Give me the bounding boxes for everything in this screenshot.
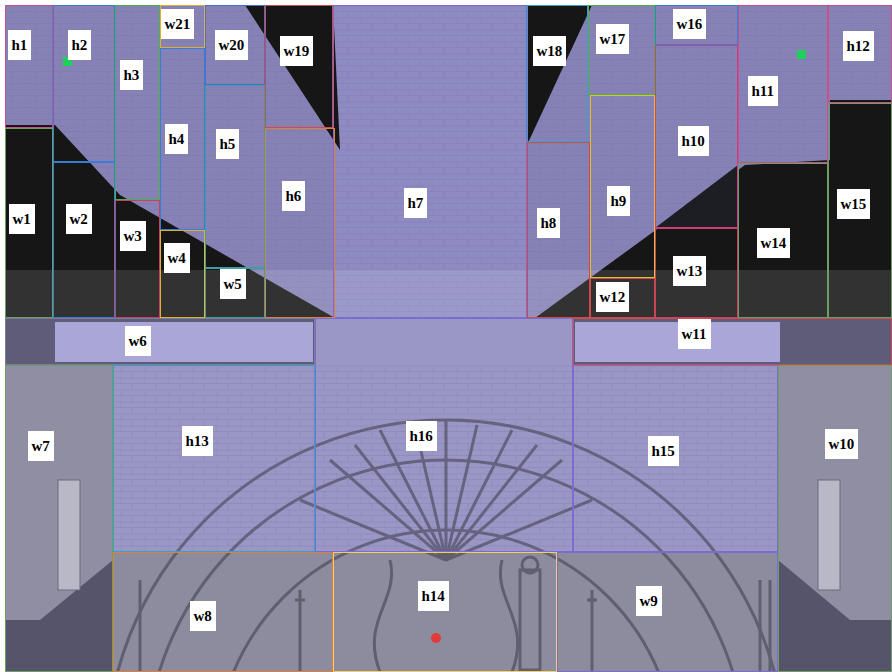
segment-region: w15 xyxy=(828,103,892,318)
segment-region: h16 xyxy=(315,318,573,552)
region-label: w13 xyxy=(673,256,707,286)
region-label: w12 xyxy=(596,282,630,312)
segment-region: h1 xyxy=(5,5,53,128)
segment-region: h9 xyxy=(590,95,655,278)
segment-region: w5 xyxy=(205,268,265,318)
segment-region: h13 xyxy=(113,365,315,552)
region-label: w1 xyxy=(9,204,35,234)
region-label: h2 xyxy=(68,30,92,60)
segment-region: h11 xyxy=(738,5,828,163)
segment-region: w20 xyxy=(205,5,265,85)
region-label: h4 xyxy=(165,124,189,154)
segment-region: w19 xyxy=(265,5,333,128)
segment-region: w18 xyxy=(527,5,588,142)
segment-region: w12 xyxy=(590,278,655,318)
region-label: h10 xyxy=(678,126,709,156)
region-label: h16 xyxy=(406,421,437,451)
region-label: w11 xyxy=(678,319,711,349)
segment-region: w4 xyxy=(160,230,205,318)
segment-region: w3 xyxy=(115,200,160,318)
region-label: h7 xyxy=(404,188,428,218)
segment-region: h7 xyxy=(333,5,527,318)
region-label: w14 xyxy=(757,228,791,258)
region-label: w4 xyxy=(164,243,190,273)
region-label: h5 xyxy=(216,129,240,159)
region-label: w5 xyxy=(220,269,246,299)
region-label: h6 xyxy=(282,181,306,211)
region-label: h11 xyxy=(748,76,779,106)
segment-region: w16 xyxy=(655,5,738,45)
region-label: h14 xyxy=(418,581,449,611)
region-label: w17 xyxy=(596,24,630,54)
segment-region: w10 xyxy=(778,365,892,672)
region-label: w20 xyxy=(215,30,249,60)
region-label: w7 xyxy=(28,431,54,461)
segment-region: w9 xyxy=(557,552,778,672)
segment-region: w2 xyxy=(53,162,115,318)
segment-region: h2 xyxy=(53,5,115,162)
region-label: h13 xyxy=(182,426,213,456)
region-label: w9 xyxy=(636,586,662,616)
segment-region: h14 xyxy=(333,552,557,672)
segment-region: w11 xyxy=(573,318,892,365)
region-label: w3 xyxy=(120,221,146,251)
region-label: w8 xyxy=(190,601,216,631)
segment-region: h3 xyxy=(115,5,160,200)
segment-region: w14 xyxy=(738,163,828,318)
region-label: w18 xyxy=(533,36,567,66)
region-label: w6 xyxy=(125,326,151,356)
segment-region: h5 xyxy=(205,85,265,268)
region-label: w16 xyxy=(673,9,707,39)
region-label: h8 xyxy=(537,208,561,238)
region-label: w15 xyxy=(837,189,871,219)
segment-region: w8 xyxy=(113,552,333,672)
region-label: h3 xyxy=(120,60,144,90)
region-label: w2 xyxy=(66,204,92,234)
segment-region: h15 xyxy=(573,365,778,552)
region-label: h9 xyxy=(607,186,631,216)
segment-region: w17 xyxy=(588,5,655,95)
segment-region: w13 xyxy=(655,228,738,318)
segment-region: h4 xyxy=(160,48,205,230)
region-label: w10 xyxy=(825,429,859,459)
segment-region: h8 xyxy=(527,142,590,318)
region-label: w21 xyxy=(161,9,195,39)
segment-region: w7 xyxy=(5,365,113,672)
region-label: h15 xyxy=(648,436,679,466)
region-label: h1 xyxy=(8,30,32,60)
segment-region: h12 xyxy=(828,5,892,103)
segment-region: h10 xyxy=(655,45,738,228)
segment-region: w1 xyxy=(5,128,53,318)
segment-region: w6 xyxy=(5,318,315,365)
region-label: w19 xyxy=(280,36,314,66)
segment-region: h6 xyxy=(265,128,335,318)
segment-region: w21 xyxy=(160,5,205,48)
region-label: h12 xyxy=(843,31,874,61)
